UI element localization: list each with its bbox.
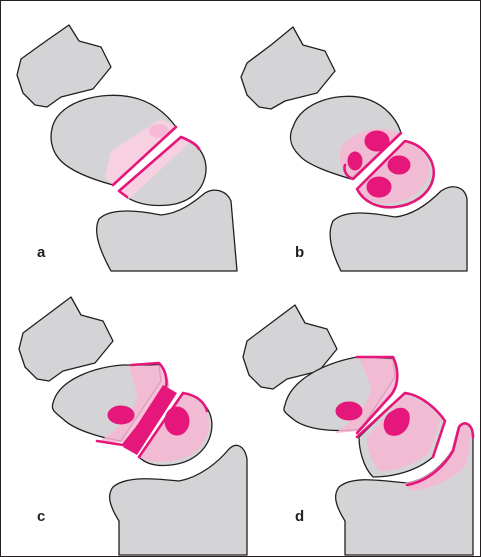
panel-d-label: d bbox=[295, 508, 304, 525]
panel-a-lower-bone bbox=[96, 189, 238, 272]
panel-b-proximal-lesion-2 bbox=[347, 151, 363, 171]
panel-c: c bbox=[18, 296, 248, 556]
panel-b-label: b bbox=[295, 244, 304, 261]
panel-a: a bbox=[16, 24, 238, 272]
panel-c-label: c bbox=[37, 508, 45, 525]
panel-b-distal-lesion-1 bbox=[387, 155, 411, 175]
panel-d-proximal-lesion bbox=[335, 401, 363, 421]
panel-a-label: a bbox=[37, 244, 46, 261]
panel-c-distal-rim bbox=[137, 391, 209, 459]
panel-c-joint-band bbox=[123, 385, 177, 455]
panel-c-top-bone bbox=[18, 296, 114, 382]
panel-c-proximal-edema bbox=[99, 365, 170, 443]
panel-a-distal-rim bbox=[117, 135, 201, 199]
panel-c-lower-bone bbox=[108, 444, 248, 556]
panel-b-lower-bone bbox=[329, 186, 468, 272]
panel-d-distal-rim bbox=[355, 391, 447, 459]
panel-d-distal-lesion bbox=[383, 407, 410, 436]
panel-b-proximal-lesion-1 bbox=[364, 130, 390, 152]
panel-a-proximal-rim bbox=[111, 125, 178, 187]
panel-a-top-bone bbox=[16, 24, 112, 108]
panel-d-proximal-edema bbox=[335, 357, 399, 433]
panel-d-distal-edema bbox=[367, 395, 441, 471]
panel-b-top-bone bbox=[240, 26, 336, 110]
panel-b-distal-rim bbox=[355, 139, 436, 209]
panel-b-distal-lesion-2 bbox=[366, 176, 392, 198]
panel-c-proximal-lesion bbox=[107, 405, 135, 425]
panel-d-lower-rim bbox=[405, 422, 475, 487]
panel-a-distal-edema bbox=[119, 137, 189, 199]
panel-b-proximal-rim bbox=[343, 131, 403, 181]
panel-c-distal-lesion bbox=[164, 406, 190, 436]
panel-d-proximal-rim bbox=[355, 355, 399, 435]
panel-d: d bbox=[242, 304, 475, 556]
panel-a-proximal-spot bbox=[149, 124, 169, 138]
panel-b: b bbox=[240, 26, 468, 272]
